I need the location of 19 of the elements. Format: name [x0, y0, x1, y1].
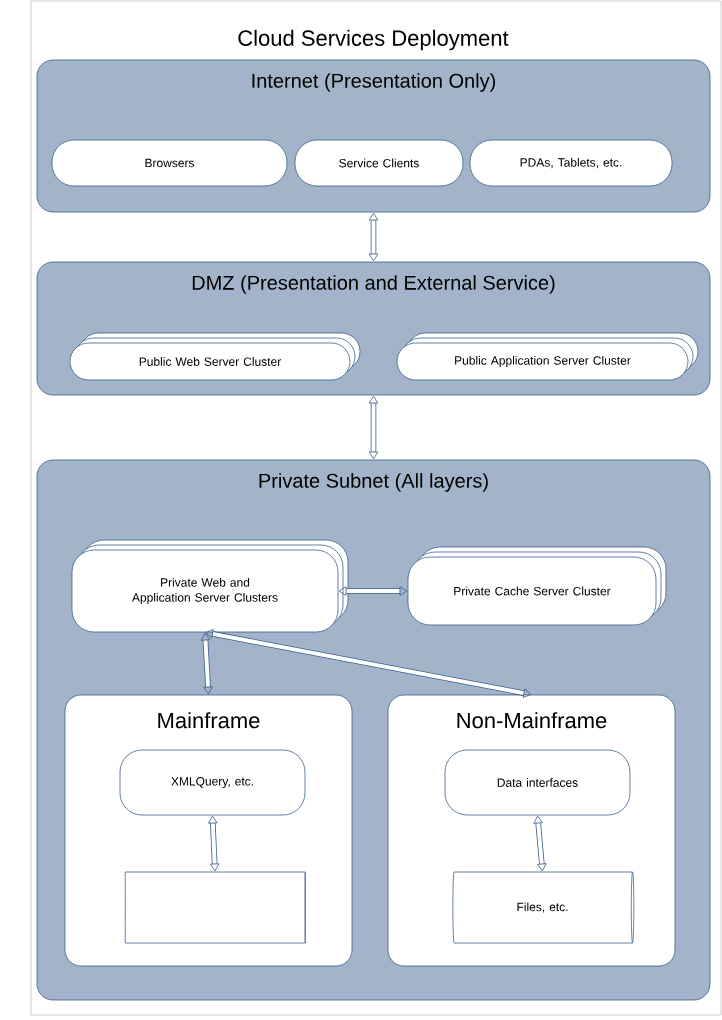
interface-box: XMLQuery, etc. — [119, 749, 306, 816]
server-cluster-box: Public Web Server Cluster — [69, 332, 361, 381]
database-cylinder: Files, etc. — [452, 871, 635, 944]
server-cluster-box: Public Application Server Cluster — [396, 332, 699, 381]
diagram-title: Cloud Services Deployment — [238, 29, 509, 51]
double-arrow — [208, 815, 220, 872]
double-arrow — [338, 586, 408, 596]
client-box: Service Clients — [294, 139, 464, 187]
database-cylinder — [124, 871, 306, 944]
double-arrow — [368, 212, 379, 262]
double-arrow — [200, 632, 213, 695]
double-arrow — [533, 815, 547, 872]
client-box: PDAs, Tablets, etc. — [469, 139, 673, 187]
interface-box: Data interfaces — [444, 749, 631, 816]
server-cluster-box: Private Web and Application Server Clusters — [71, 539, 349, 633]
double-arrow — [205, 629, 532, 698]
double-arrow — [368, 395, 379, 460]
server-cluster-box: Private Cache Server Cluster — [407, 546, 667, 626]
client-box: Browsers — [51, 139, 288, 187]
